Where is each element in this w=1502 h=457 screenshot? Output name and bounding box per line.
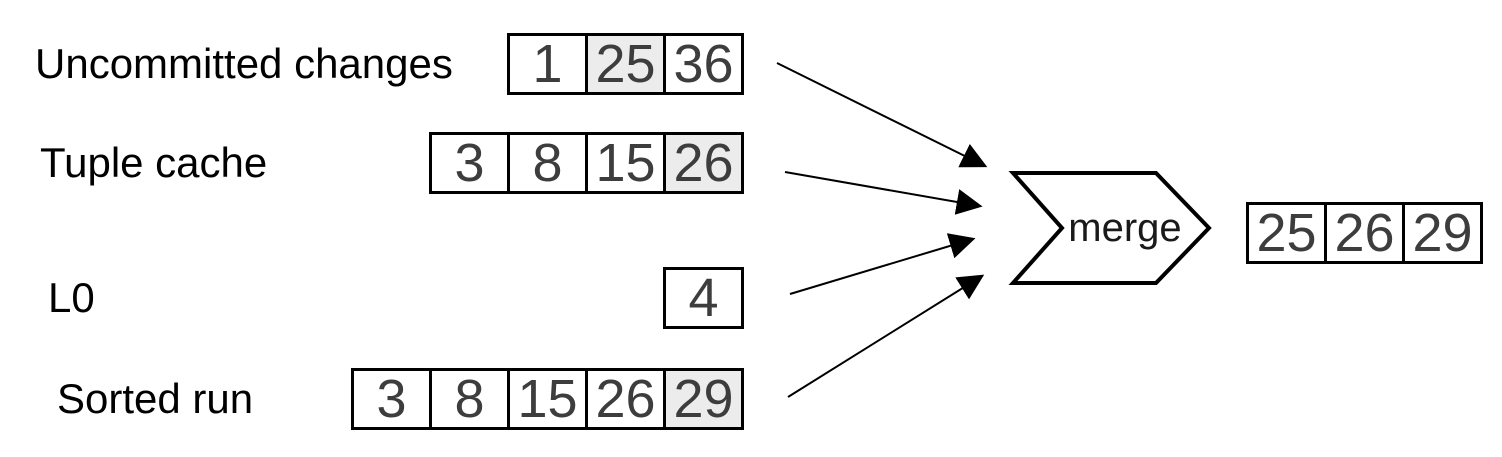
cell: 8 (507, 132, 588, 194)
output-cell: 25 (1246, 202, 1327, 264)
row-cells-l0: 4 (663, 267, 744, 329)
row-label-l0: L0 (48, 274, 95, 321)
cell-highlighted: 26 (663, 132, 744, 194)
row-label-sorted-run: Sorted run (57, 375, 254, 422)
output-cell: 26 (1324, 202, 1405, 264)
arrow-uncommitted-to-merge (776, 62, 988, 168)
cell: 3 (429, 132, 510, 194)
cell-highlighted: 25 (585, 33, 666, 95)
cell: 8 (429, 368, 510, 430)
row-label-tuple-cache: Tuple cache (40, 139, 268, 186)
arrow-sorted-run-to-merge (787, 274, 985, 398)
cell: 15 (507, 368, 588, 430)
arrow-l0-to-merge (789, 233, 976, 295)
cell: 4 (663, 267, 744, 329)
arrow-tuple-cache-to-merge (784, 171, 983, 215)
cell: 26 (585, 368, 666, 430)
cell-highlighted: 29 (663, 368, 744, 430)
cell: 1 (507, 33, 588, 95)
cell: 3 (351, 368, 432, 430)
row-label-uncommitted-changes: Uncommitted changes (35, 40, 453, 87)
merge-chevron (1008, 171, 1212, 285)
output-cell: 29 (1402, 202, 1483, 264)
merge-label: merge (1068, 206, 1181, 250)
cell: 36 (663, 33, 744, 95)
cell: 15 (585, 132, 666, 194)
